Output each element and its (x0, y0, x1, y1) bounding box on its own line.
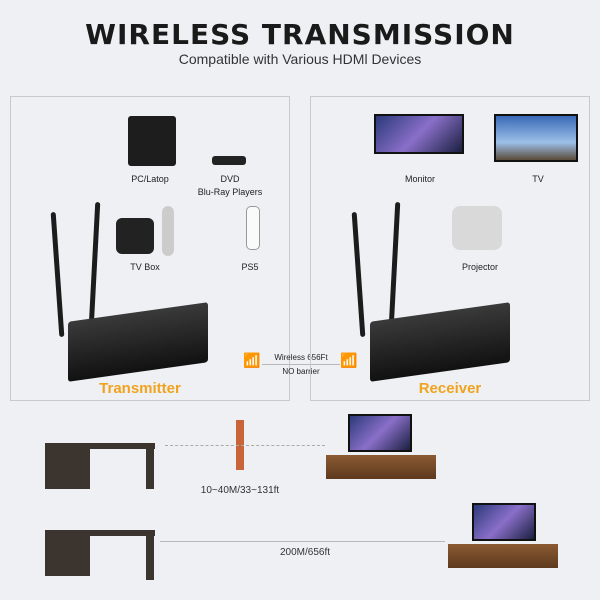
monitor-icon (374, 114, 464, 154)
remote-icon (162, 206, 174, 256)
pc-label: PC/Latop (131, 174, 169, 184)
tv-stand (448, 544, 558, 568)
wifi-icon: 📶 (340, 352, 358, 368)
desk-cabinet (45, 449, 90, 489)
transmitter-label: Transmitter (99, 380, 181, 397)
bluray-label: Blu-Ray Players (197, 187, 263, 197)
link-range: Wireless 656Ft (274, 353, 328, 362)
distance-arrow (160, 541, 445, 542)
tv-stand (326, 455, 436, 479)
page-subtitle: Compatible with Various HDMl Devices (178, 51, 422, 67)
ps5-icon (246, 206, 260, 250)
page-title: WIRELESS TRANSMISSION (85, 18, 515, 51)
receiver-panel (310, 96, 590, 401)
projector-icon (452, 206, 502, 250)
distance-short: 10~40M/33~131ft (200, 485, 280, 496)
desk-icon (45, 530, 155, 536)
divider (262, 364, 340, 365)
wifi-icon: 📶 (243, 352, 261, 368)
dvd-label: DVD (220, 174, 240, 184)
tv-icon (472, 503, 536, 541)
tv-icon (348, 414, 412, 452)
tv-icon (494, 114, 578, 162)
monitor-label: Monitor (404, 174, 435, 184)
desk-leg (146, 449, 154, 489)
tv-label: TV (532, 174, 544, 184)
transmitter-panel (10, 96, 290, 401)
tv-box-icon (116, 218, 154, 254)
desk-icon (45, 443, 155, 449)
distance-long: 200M/656ft (279, 547, 331, 558)
dvd-icon (212, 156, 246, 165)
ps5-label: PS5 (241, 262, 259, 272)
desk-cabinet (45, 536, 90, 576)
link-barrier: NO barrier (282, 367, 320, 376)
desk-leg (146, 536, 154, 580)
projector-label: Projector (461, 262, 498, 272)
tv-box-label: TV Box (130, 262, 160, 272)
pc-icon (128, 116, 176, 166)
signal-wave (165, 445, 325, 459)
receiver-label: Receiver (418, 380, 482, 397)
